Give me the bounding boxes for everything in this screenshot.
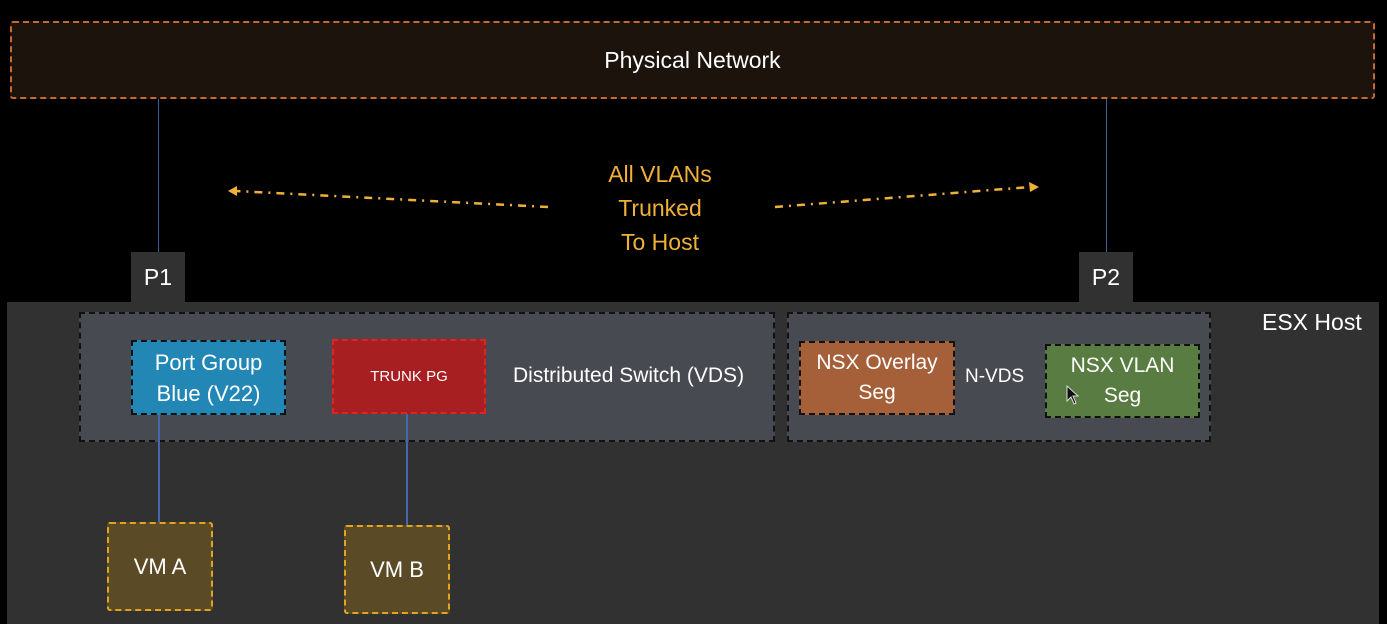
physical-network-label: Physical Network [604, 46, 781, 73]
nsx-vlan-segment: NSX VLAN Seg [1045, 344, 1200, 418]
segment-label-line: NSX Overlay [816, 351, 938, 374]
vm-a: VM A [107, 522, 213, 611]
segment-label-line: NSX VLAN [1070, 354, 1175, 377]
n-vds-label: N-VDS [965, 366, 1025, 387]
link-vm-a [158, 415, 160, 523]
esx-host-label: ESX Host [1262, 309, 1362, 335]
arrow-right-icon [1029, 182, 1039, 192]
trunk-arrow-left-line [235, 189, 549, 209]
vds-label: Distributed Switch (VDS) [513, 364, 745, 387]
nsx-overlay-segment: NSX Overlay Seg [799, 341, 955, 415]
mouse-cursor-icon [1066, 385, 1080, 405]
trunk-arrow-right-line [774, 185, 1031, 209]
uplink-wire-p2 [1106, 99, 1107, 253]
link-vm-b [406, 414, 408, 526]
port-group-blue: Port Group Blue (V22) [131, 340, 286, 415]
trunk-note-line: To Host [621, 229, 699, 255]
uplink-wire-p1 [158, 99, 159, 253]
segment-label-line: Seg [1103, 384, 1142, 407]
trunk-note: All VLANs Trunked To Host [560, 157, 760, 259]
trunk-pg-label: TRUNK PG [370, 368, 448, 385]
port-label: P1 [143, 263, 173, 290]
port-group-label-line: Blue (V22) [156, 380, 261, 406]
vm-label: VM A [133, 553, 187, 579]
port-p2: P2 [1079, 252, 1133, 302]
port-group-label-line: Port Group [154, 349, 263, 375]
arrow-left-icon [228, 186, 237, 196]
trunk-note-line: Trunked [618, 195, 702, 221]
port-label: P2 [1091, 263, 1121, 290]
port-p1: P1 [131, 252, 185, 302]
trunk-note-line: All VLANs [608, 161, 712, 187]
trunk-port-group: TRUNK PG [332, 339, 486, 414]
vm-b: VM B [344, 525, 450, 614]
physical-network-box: Physical Network [10, 21, 1375, 99]
segment-label-line: Seg [858, 381, 896, 404]
vm-label: VM B [370, 556, 424, 582]
